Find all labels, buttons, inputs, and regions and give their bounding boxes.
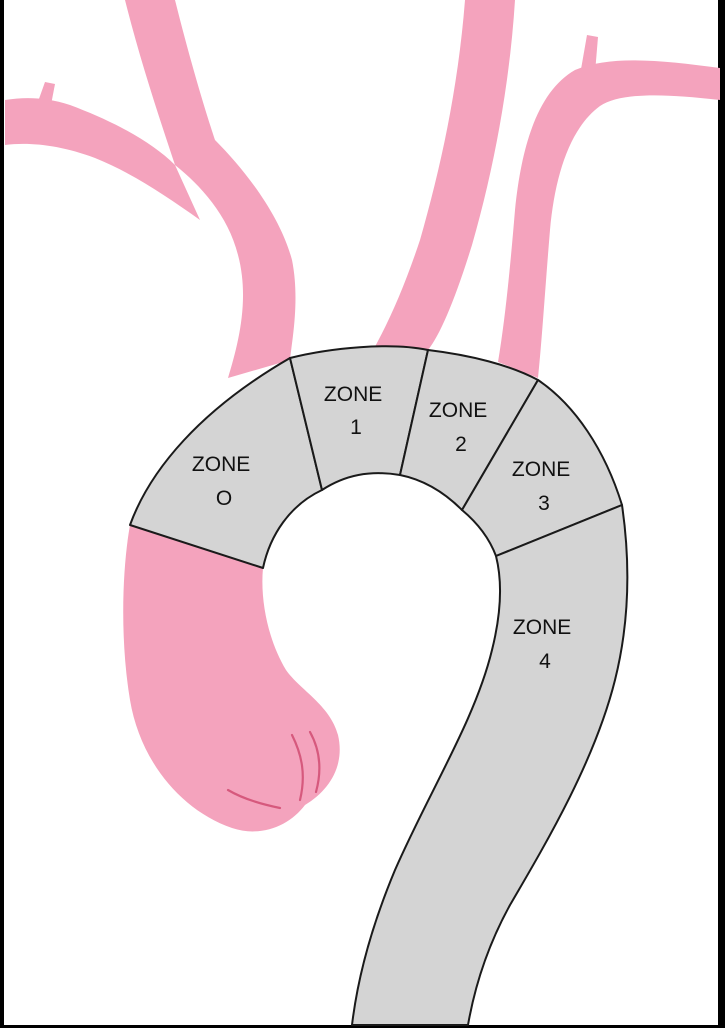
- zone-1-label-line2: 1: [350, 416, 362, 439]
- zone-4-label-line1: ZONE: [513, 616, 571, 639]
- zone-2-label-line1: ZONE: [429, 399, 487, 422]
- zone-2-label-line2: 2: [455, 433, 467, 456]
- zone-3-label-line2: 3: [538, 492, 550, 515]
- zone-0-label-line1: ZONE: [192, 453, 250, 476]
- zone-0-label-line2: O: [216, 487, 232, 510]
- zone-1-label-line1: ZONE: [324, 383, 382, 406]
- zone-3-label-line1: ZONE: [512, 458, 570, 481]
- zone-4-label-line2: 4: [539, 650, 551, 673]
